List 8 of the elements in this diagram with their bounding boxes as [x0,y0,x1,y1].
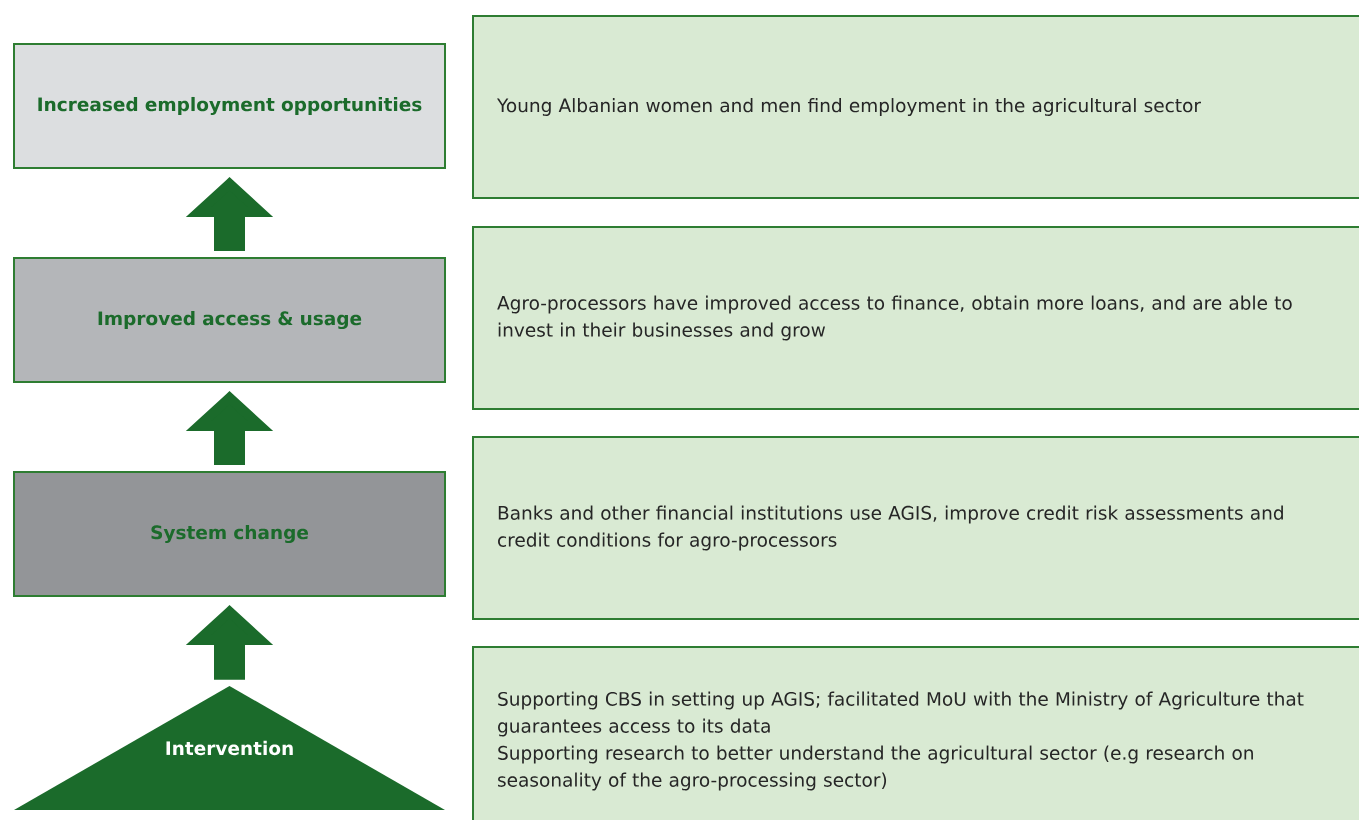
stage-box: System change [13,471,446,597]
intervention-triangle: Intervention [14,686,445,810]
stage-box: Improved access & usage [13,257,446,383]
stage-box: Increased employment opportunities [13,43,446,169]
description-box: Banks and other financial institutions use AGIS, improve credit risk assessments and credit conditions for agro-processors [472,436,1359,620]
description-box: Supporting CBS in setting up AGIS; facilitated MoU with the Ministry of Agriculture that guarantees access to its data Supporting research to better understand the agricultural sector (e.g research on seasonality of the agro-processing sector) [472,646,1359,820]
description-box: Agro-processors have improved access to finance, obtain more loans, and are able to invest in their businesses and grow [472,226,1359,410]
description-box: Young Albanian women and men find employment in the agricultural sector [472,15,1359,199]
